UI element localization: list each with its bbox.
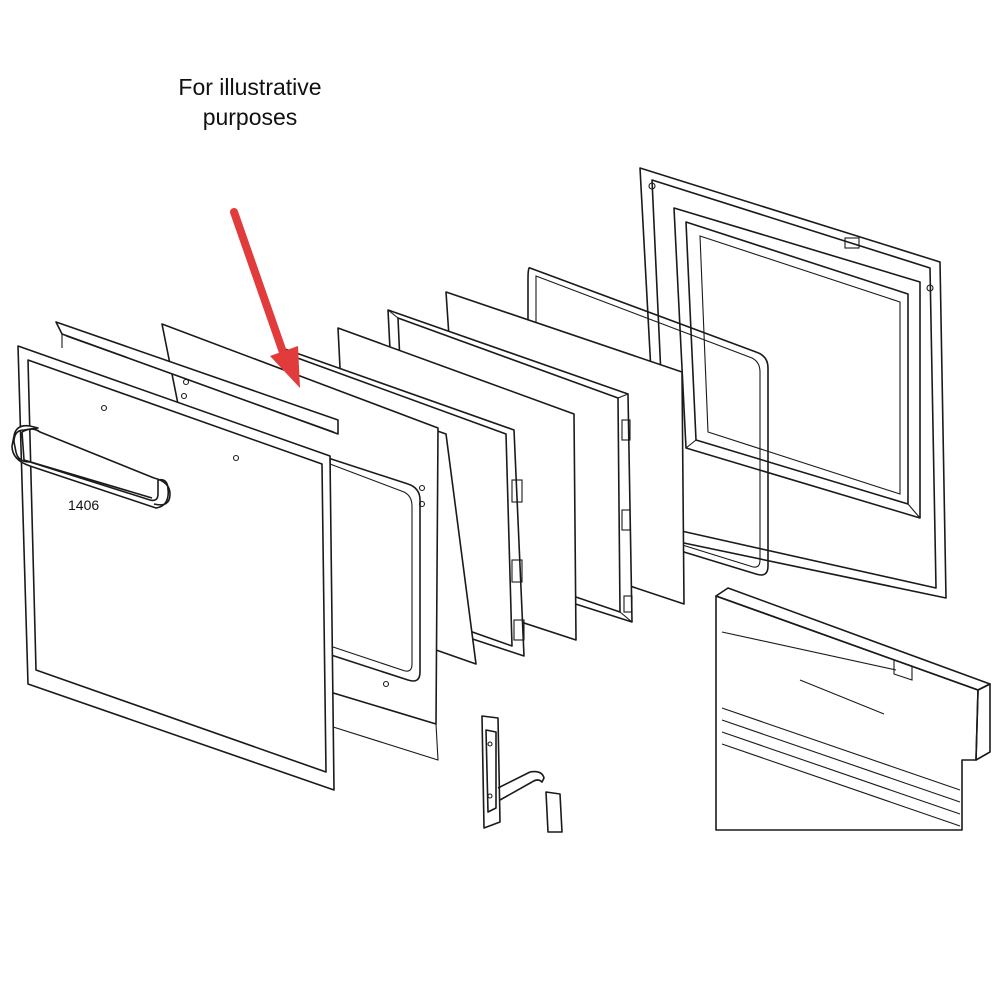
part-number-label: 1406: [68, 497, 99, 513]
door-top-trim: [55, 321, 339, 435]
red-arrow-icon: [230, 208, 300, 388]
illustrative-caption: For illustrative purposes: [110, 72, 390, 132]
door-liner-frame: [639, 167, 947, 599]
door-hinge: [481, 715, 563, 833]
caption-line-2: purposes: [202, 104, 298, 130]
door-handle: [11, 424, 171, 509]
outer-door-panel: [17, 345, 335, 791]
caption-line-1: For illustrative: [178, 74, 322, 100]
control-panel-trim: [715, 587, 991, 831]
